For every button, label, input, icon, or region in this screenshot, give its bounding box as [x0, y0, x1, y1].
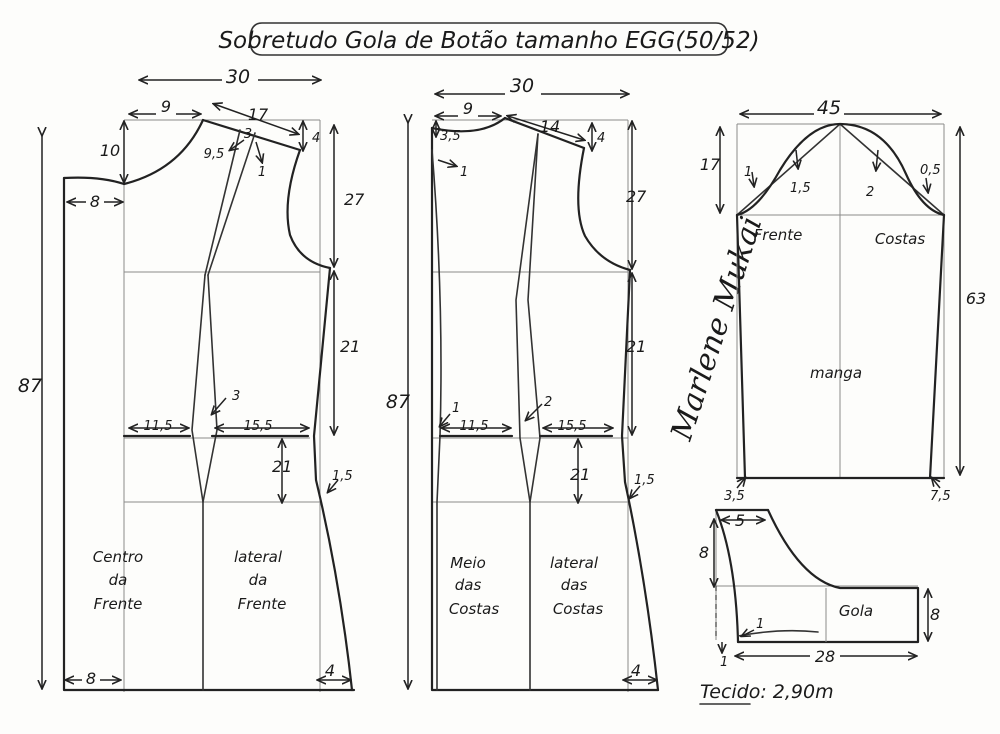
front-shoulder: 17 [248, 105, 269, 124]
back-neck-offset: 1 [460, 165, 468, 180]
front-neck-width: 9 [161, 97, 171, 116]
sleeve-back-label: Costas [875, 230, 926, 248]
back-waist-left: 11,5 [460, 419, 489, 434]
front-dart-b: 1 [258, 165, 266, 180]
title-box: Sobretudo Gola de Botão tamanho EGG(50/5… [218, 22, 760, 56]
sleeve-name-label: manga [810, 364, 862, 382]
front-width: 30 [226, 66, 250, 88]
fabric-amount: Tecido: 2,90m [700, 681, 834, 703]
front-waist-right: 15,5 [244, 419, 273, 434]
front-center-label-1: Centro [93, 548, 143, 566]
front-waist-left: 11,5 [144, 419, 173, 434]
collar-height-right: 8 [930, 605, 940, 624]
collar-height-left: 8 [699, 543, 709, 562]
sleeve-cap-height: 17 [700, 155, 721, 174]
back-flare: 1,5 [634, 473, 655, 488]
back-waist-right: 15,5 [558, 419, 587, 434]
collar-length: 28 [815, 647, 835, 666]
front-dart-top: 3 [244, 127, 252, 142]
front-ext: 8 [90, 192, 100, 211]
collar-curve-offset: 1 [756, 617, 764, 632]
back-center-label-2: das [455, 576, 482, 594]
sleeve-width: 45 [817, 97, 841, 119]
collar-panel: 5 8 8 28 1 1 Gola [699, 508, 940, 670]
back-neck-width: 9 [463, 99, 473, 118]
signature-text: Marlene Mukai [664, 212, 769, 445]
sleeve-cap-left: 1 [744, 165, 752, 180]
back-center-label-3: Costas [449, 600, 500, 618]
front-bottom-left: 8 [86, 669, 96, 688]
front-side-label-1: lateral [234, 548, 283, 566]
back-shoulder: 14 [540, 117, 560, 136]
front-to-waist: 21 [340, 337, 360, 356]
back-panel: 87 30 9 3,5 1 14 4 27 21 1 11,5 15,5 [386, 75, 660, 692]
front-panel: 87 30 9 10 8 17 4 3 9,5 1 27 21 [18, 66, 365, 692]
sleeve-cap-right: 2 [866, 185, 874, 200]
back-width: 30 [510, 75, 534, 97]
sleeve-cuff-right: 7,5 [930, 489, 951, 504]
back-side-label-1: lateral [550, 554, 599, 572]
back-waist-dart: 2 [544, 395, 552, 410]
back-bottom-right: 4 [631, 661, 641, 680]
front-shoulder-drop: 4 [312, 131, 320, 146]
front-hip: 21 [272, 457, 292, 476]
fabric-note: Tecido: 2,90m [699, 681, 834, 705]
sleeve-cap-left-2: 1,5 [790, 181, 811, 196]
back-armhole: 27 [626, 187, 647, 206]
front-side-label-2: da [249, 571, 268, 589]
back-center-offset: 1 [452, 401, 460, 416]
front-flare: 1,5 [332, 469, 353, 484]
front-bottom-right: 4 [325, 661, 335, 680]
collar-bottom-left: 1 [720, 655, 728, 670]
front-neck-depth: 10 [100, 141, 120, 160]
front-height: 87 [18, 375, 42, 397]
collar-top: 5 [735, 511, 745, 530]
collar-name-label: Gola [839, 602, 873, 620]
sleeve-cuff-left: 3,5 [724, 489, 745, 504]
sleeve-cap-right-2: 0,5 [920, 163, 941, 178]
front-side-label-3: Frente [238, 595, 287, 613]
front-armhole: 27 [344, 190, 365, 209]
back-hip: 21 [570, 465, 590, 484]
sleeve-front-label: Frente [754, 226, 803, 244]
page-title: Sobretudo Gola de Botão tamanho EGG(50/5… [218, 28, 759, 54]
front-center-label-3: Frente [94, 595, 143, 613]
back-center-label-1: Meio [450, 554, 486, 572]
back-neck-depth: 3,5 [440, 129, 461, 144]
back-height: 87 [386, 391, 410, 413]
front-waist-dart: 3 [232, 389, 240, 404]
back-to-waist: 21 [626, 337, 646, 356]
front-dart-a: 9,5 [204, 147, 225, 162]
sleeve-panel: 45 17 63 1 1,5 2 0,5 Frente Costas manga… [700, 97, 986, 504]
back-side-label-3: Costas [553, 600, 604, 618]
front-center-label-2: da [109, 571, 128, 589]
signature: Marlene Mukai [664, 212, 769, 445]
sleeve-length: 63 [966, 289, 986, 308]
back-shoulder-drop: 4 [597, 131, 605, 146]
back-side-label-2: das [561, 576, 588, 594]
